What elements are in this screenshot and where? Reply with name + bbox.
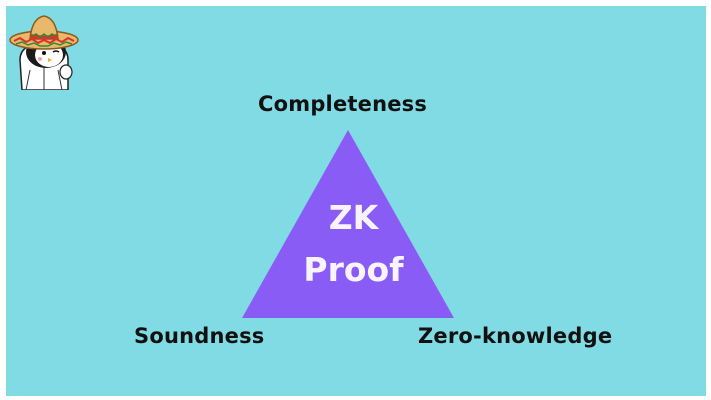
center-title-line2: Proof <box>286 250 421 289</box>
center-title-line1: ZK <box>306 198 401 237</box>
vertex-label-soundness: Soundness <box>134 324 264 348</box>
vertex-label-zero-knowledge: Zero-knowledge <box>418 324 612 348</box>
diagram-canvas: Completeness Soundness Zero-knowledge ZK… <box>6 6 706 396</box>
vertex-label-completeness: Completeness <box>258 92 427 116</box>
